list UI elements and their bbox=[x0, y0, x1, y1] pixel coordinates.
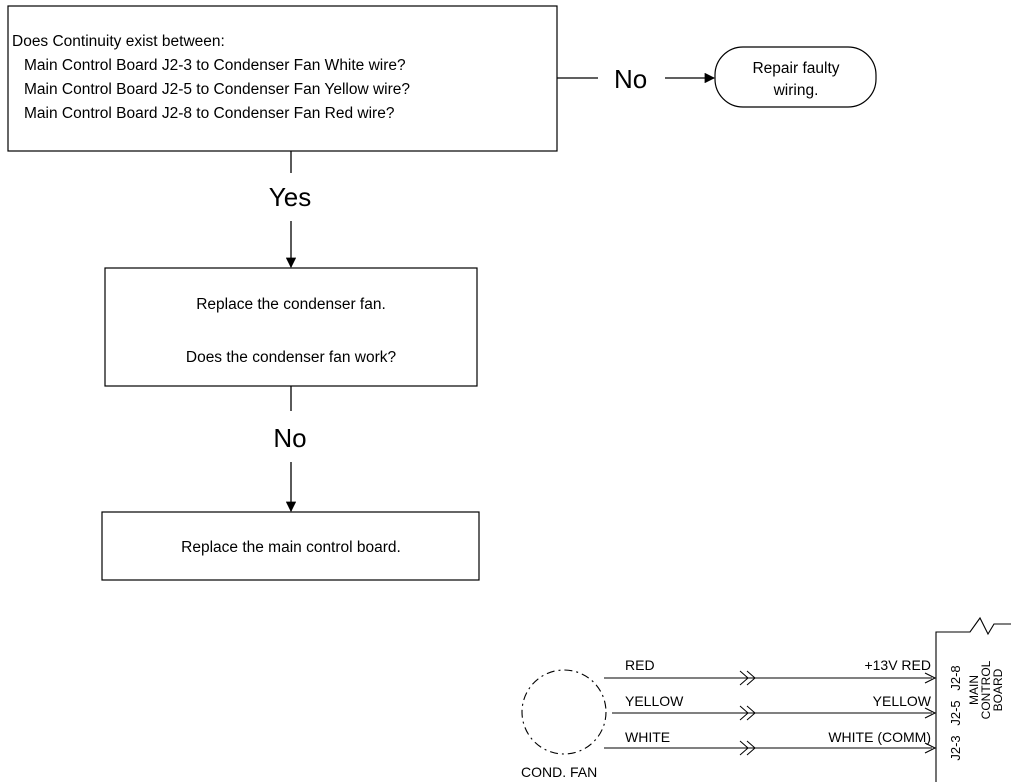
question-line-3: Main Control Board J2-8 to Condenser Fan… bbox=[24, 105, 395, 122]
white-wire-connector bbox=[739, 740, 756, 756]
question-line-1: Main Control Board J2-3 to Condenser Fan… bbox=[24, 57, 406, 74]
terminal-repair-wiring bbox=[714, 46, 877, 108]
question-title: Does Continuity exist between: bbox=[12, 33, 225, 50]
wiring-schematic: COND. FAN RED +13V RED YELLOW YELLOW WHI… bbox=[521, 616, 1011, 782]
main-board-outline bbox=[935, 616, 1011, 782]
white-wire-left-label: WHITE bbox=[625, 729, 670, 745]
board-label-line-3: BOARD bbox=[991, 668, 1005, 711]
board-label-line-2: CONTROL bbox=[979, 660, 993, 719]
white-wire-right-label: WHITE (COMM) bbox=[828, 729, 931, 745]
yellow-wire-right-label: YELLOW bbox=[873, 693, 932, 709]
no-label-2: No bbox=[273, 423, 306, 453]
step-fan-line-1: Replace the condenser fan. bbox=[196, 296, 386, 313]
question-line-2: Main Control Board J2-5 to Condenser Fan… bbox=[24, 81, 410, 98]
white-wire-end-arrow bbox=[924, 742, 937, 754]
yellow-wire-end-arrow bbox=[924, 707, 937, 719]
yellow-wire-connector bbox=[739, 705, 756, 721]
red-wire-end-arrow bbox=[924, 672, 937, 684]
no-label-1: No bbox=[614, 64, 647, 94]
board-label-line-1: MAIN bbox=[967, 675, 981, 705]
yes-label: Yes bbox=[269, 182, 311, 212]
flowchart: Does Continuity exist between: Main Cont… bbox=[7, 5, 877, 581]
step-replace-board-box bbox=[101, 511, 480, 581]
pin-j2-5: J2-5 bbox=[948, 700, 963, 725]
question-box bbox=[7, 5, 558, 152]
red-wire-right-label: +13V RED bbox=[864, 657, 931, 673]
pin-j2-8: J2-8 bbox=[948, 665, 963, 690]
yellow-wire-left-label: YELLOW bbox=[625, 693, 684, 709]
step-replace-fan-box bbox=[104, 267, 478, 387]
step-fan-line-2: Does the condenser fan work? bbox=[186, 349, 397, 366]
pin-j2-3: J2-3 bbox=[948, 735, 963, 760]
terminal-line-1: Repair faulty bbox=[752, 60, 839, 77]
condenser-fan-symbol bbox=[521, 669, 607, 755]
fan-label: COND. FAN bbox=[521, 764, 597, 780]
terminal-line-2: wiring. bbox=[773, 82, 819, 99]
step-board-text: Replace the main control board. bbox=[181, 539, 401, 556]
red-wire-connector bbox=[739, 670, 756, 686]
red-wire-left-label: RED bbox=[625, 657, 655, 673]
